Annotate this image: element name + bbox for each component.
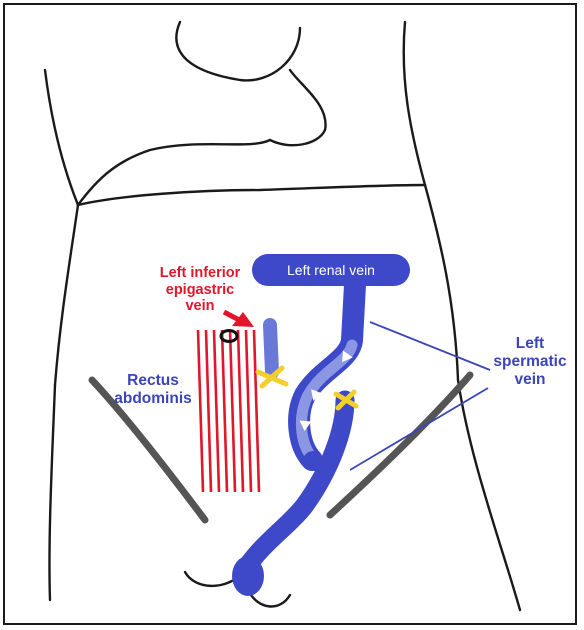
rectus-line-1: Rectus [108,372,198,390]
epigastric-line-2: epigastric [140,282,260,299]
left-spermatic-vein-label: Left spermatic vein [490,335,570,388]
spermatic-line-3: vein [490,371,570,389]
epigastric-line-3: vein [140,298,260,315]
label-leader-lines [350,322,490,470]
rectus-abdominis-label: Rectus abdominis [108,372,198,408]
left-renal-vein-label: Left renal vein [252,254,410,286]
spermatic-line-1: Left [490,335,570,353]
left-inferior-epigastric-vein-label: Left inferior epigastric vein [140,265,260,315]
rectus-line-2: abdominis [108,390,198,408]
inferior-epigastric-vein [270,325,272,372]
testicular-vein-bulb [232,556,264,596]
rectus-abdominis-muscle [198,330,259,492]
epigastric-line-1: Left inferior [140,265,260,282]
spermatic-line-2: spermatic [490,353,570,371]
left-renal-vein-text: Left renal vein [287,262,375,278]
